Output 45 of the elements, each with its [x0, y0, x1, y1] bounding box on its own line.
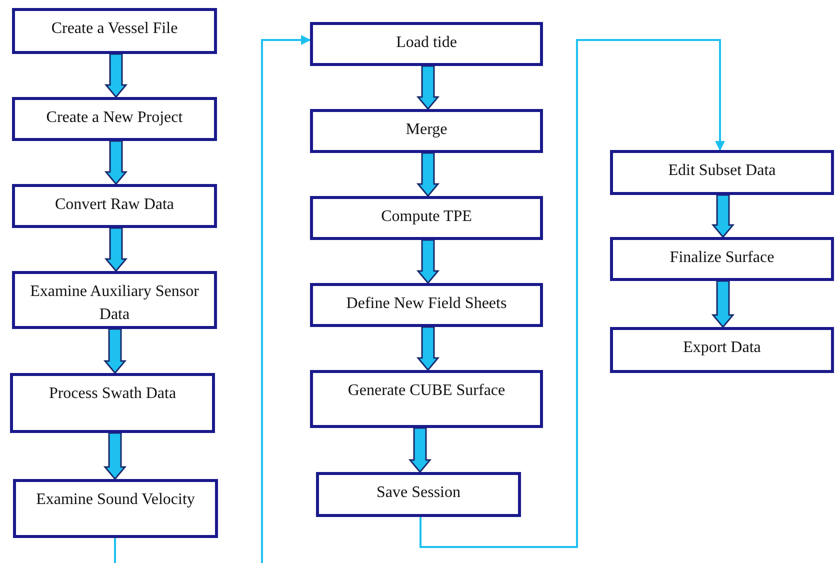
- process-box: [13, 479, 218, 538]
- step-label: Save Session: [376, 483, 460, 503]
- process-box: [610, 237, 834, 281]
- block-arrow: [416, 152, 440, 198]
- arrow: [261, 35, 311, 563]
- step-label: Define New Field Sheets: [346, 294, 507, 314]
- block-arrow: [408, 427, 432, 474]
- process-box: [12, 184, 217, 228]
- process-box: [610, 150, 834, 195]
- step-label: Create a Vessel File: [51, 19, 178, 39]
- step-label: Generate CUBE Surface: [348, 381, 506, 401]
- process-box: [310, 22, 543, 66]
- block-arrow: [711, 194, 735, 238]
- step-label: Export Data: [683, 338, 761, 358]
- connector-line: [114, 538, 116, 563]
- process-box: [316, 472, 521, 517]
- step-label: Finalize Surface: [670, 248, 774, 268]
- process-box: [310, 196, 543, 240]
- process-box: [310, 109, 543, 153]
- block-arrow: [104, 227, 128, 272]
- step-label: Merge: [406, 120, 448, 140]
- step-label: Examine Sound Velocity: [36, 490, 195, 510]
- block-arrow: [416, 65, 440, 110]
- process-box: [10, 373, 215, 433]
- process-box: [310, 283, 543, 327]
- step-label: Create a New Project: [46, 108, 183, 128]
- process-box: [12, 8, 217, 54]
- step-label: Convert Raw Data: [54, 195, 174, 215]
- block-arrow: [416, 326, 440, 372]
- step-label: Compute TPE: [381, 207, 472, 227]
- process-box: [310, 370, 543, 428]
- block-arrow: [104, 53, 128, 98]
- block-arrow: [711, 280, 735, 328]
- process-box: [12, 97, 217, 141]
- step-label: Load tide: [396, 33, 457, 53]
- block-arrow: [103, 432, 127, 480]
- block-arrow: [104, 140, 128, 186]
- process-box: [12, 271, 217, 329]
- step-label: Edit Subset Data: [668, 161, 776, 181]
- block-arrow: [416, 239, 440, 284]
- process-box: [610, 327, 834, 373]
- step-label: Process Swath Data: [48, 384, 176, 404]
- arrow: [420, 39, 725, 548]
- block-arrow: [103, 328, 127, 374]
- step-label: Examine Auxiliary Sensor Data: [29, 282, 200, 325]
